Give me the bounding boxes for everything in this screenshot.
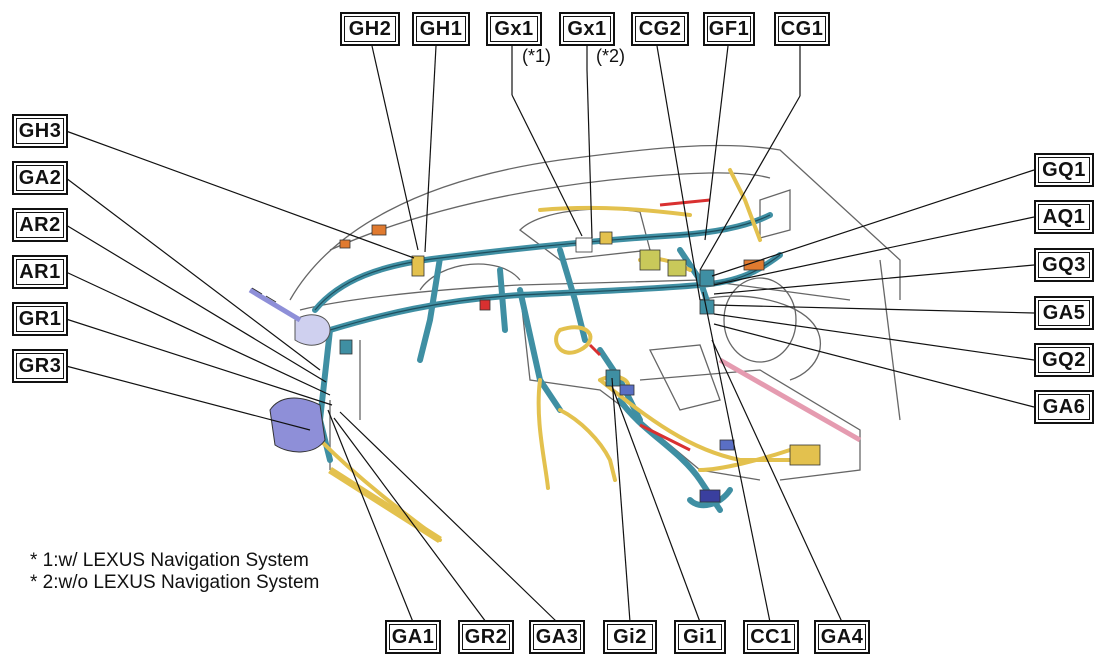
note-wo-navigation: (*2) xyxy=(596,46,626,66)
connector-label-ga3: GA3 xyxy=(529,620,585,654)
note-w-navigation: (*1) xyxy=(522,46,552,66)
connector-label-gr2: GR2 xyxy=(458,620,514,654)
connector-label-gq2: GQ2 xyxy=(1034,343,1094,377)
steering-connector xyxy=(248,287,331,453)
leader-lines xyxy=(65,45,1035,623)
footnote-1: * 1:w/ LEXUS Navigation System xyxy=(30,550,309,571)
connector-label-gx1-no-nav: Gx1 xyxy=(559,12,615,46)
main-harness-outline xyxy=(314,214,781,331)
connector-label-gh3: GH3 xyxy=(12,114,68,148)
footnote-2: * 2:w/o LEXUS Navigation System xyxy=(30,572,320,593)
left-floor-strip xyxy=(328,467,442,543)
connector-label-gf1: GF1 xyxy=(703,12,755,46)
connector-label-ga6: GA6 xyxy=(1034,390,1094,424)
dashboard-outline xyxy=(289,144,901,481)
connector-label-gi1: Gi1 xyxy=(674,620,726,654)
connector-label-ga5: GA5 xyxy=(1034,296,1094,330)
floor-strip xyxy=(718,357,862,443)
connector-label-ar1: AR1 xyxy=(12,255,68,289)
connector-label-gx1-nav: Gx1 xyxy=(486,12,542,46)
main-harness-blue xyxy=(312,212,783,513)
red-wires xyxy=(588,198,711,452)
connector-label-aq1: AQ1 xyxy=(1034,200,1094,234)
connector-label-cg2: CG2 xyxy=(631,12,689,46)
connector-label-ga1: GA1 xyxy=(385,620,441,654)
connector-label-ga4: GA4 xyxy=(814,620,870,654)
connector-blocks xyxy=(339,224,821,503)
connector-label-cg1: CG1 xyxy=(774,12,830,46)
connector-label-gi2: Gi2 xyxy=(603,620,657,654)
connector-label-gq3: GQ3 xyxy=(1034,248,1094,282)
connector-label-gr1: GR1 xyxy=(12,302,68,336)
connector-label-cc1: CC1 xyxy=(743,620,799,654)
connector-label-gr3: GR3 xyxy=(12,349,68,383)
connector-label-gq1: GQ1 xyxy=(1034,153,1094,187)
connector-label-gh2: GH2 xyxy=(340,12,400,46)
connector-label-ga2: GA2 xyxy=(12,161,68,195)
connector-label-gh1: GH1 xyxy=(412,12,470,46)
connector-label-ar2: AR2 xyxy=(12,208,68,242)
